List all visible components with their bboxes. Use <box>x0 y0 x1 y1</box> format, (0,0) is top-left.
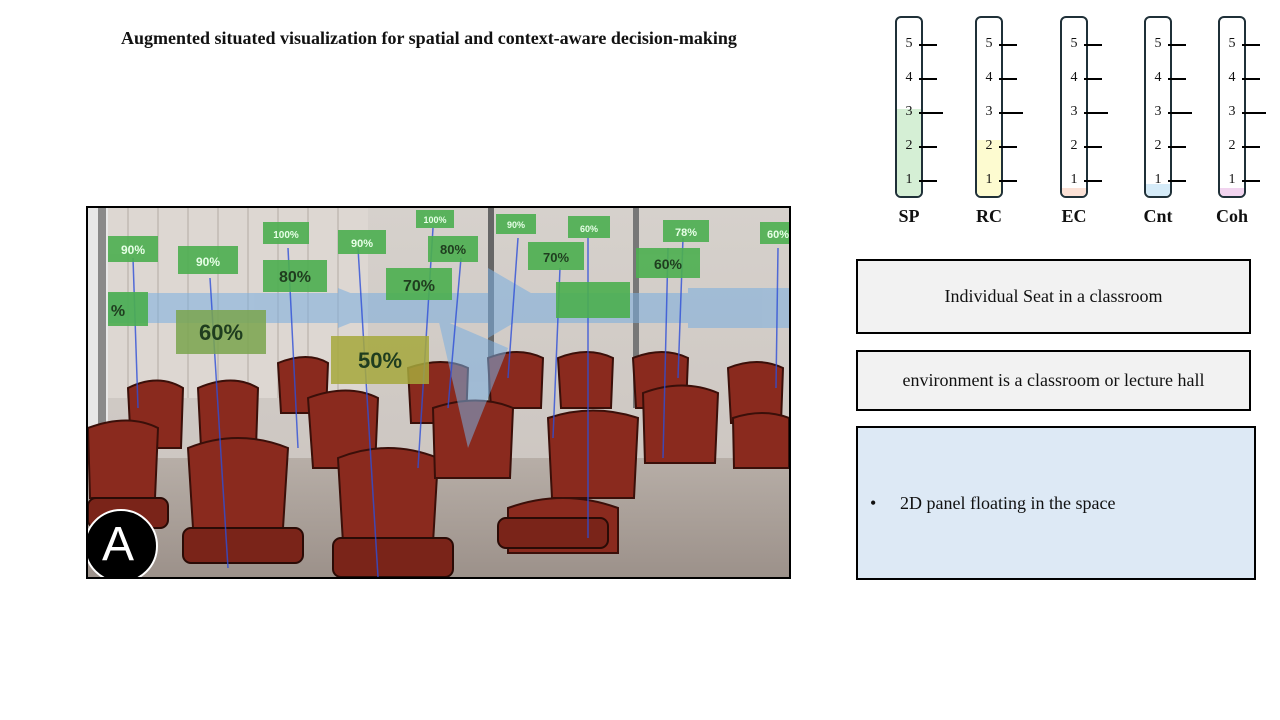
gauge-tick <box>919 44 937 46</box>
gauge-tick-label: 1 <box>1070 172 1078 187</box>
gauge-tick-label: 5 <box>1070 36 1078 51</box>
gauge-tick-label: 4 <box>985 70 993 85</box>
bullet-icon: • <box>870 492 877 513</box>
ar-label: 60% <box>654 256 683 272</box>
gauge-tick <box>1168 180 1186 182</box>
gauge-tick <box>1242 78 1260 80</box>
gauge-tick <box>1084 78 1102 80</box>
ar-label: 60% <box>580 224 598 234</box>
gauge-tick-label: 5 <box>1228 36 1236 51</box>
ar-label: 80% <box>279 269 311 286</box>
gauge-tick-label: 5 <box>1154 36 1162 51</box>
context-box-seat-text: Individual Seat in a classroom <box>944 286 1163 306</box>
gauge-tick <box>1242 146 1260 148</box>
gauge-tick <box>1242 44 1260 46</box>
context-box-seat: Individual Seat in a classroom <box>856 259 1251 334</box>
gauge-tick <box>999 112 1023 114</box>
gauge-tick-label: 4 <box>1228 70 1236 85</box>
gauge-tick <box>999 146 1017 148</box>
gauge-tick <box>1084 146 1102 148</box>
gauge-fill <box>1220 187 1244 196</box>
bullet-text: 2D panel floating in the space <box>900 492 1116 513</box>
gauge-tick-label: 2 <box>985 138 993 153</box>
gauge-tick-label: 1 <box>1154 172 1162 187</box>
ar-label: 70% <box>403 278 435 295</box>
gauge-tube <box>1144 16 1172 198</box>
ar-label: 90% <box>121 243 145 257</box>
gauge-label: Coh <box>1215 206 1249 226</box>
gauge-label: Cnt <box>1143 206 1173 226</box>
gauge-tick <box>1168 112 1192 114</box>
gauge-tick-label: 4 <box>1154 70 1162 85</box>
context-box-environment: environment is a classroom or lecture ha… <box>856 350 1251 411</box>
gauge-tick <box>919 180 937 182</box>
gauge-tick <box>1084 44 1102 46</box>
gauge-label: RC <box>976 206 1002 226</box>
ar-label: 90% <box>507 220 525 230</box>
gauge-tick-label: 5 <box>985 36 993 51</box>
ar-label: % <box>111 303 125 320</box>
bullet-item: • 2D panel floating in the space <box>858 493 1115 514</box>
gauge-tick-label: 3 <box>1228 104 1236 119</box>
gauge-tick <box>1168 146 1186 148</box>
gauge-tick <box>1168 44 1186 46</box>
gauge-fill <box>897 109 921 196</box>
ar-label: 90% <box>351 238 373 250</box>
gauge-tick <box>1084 180 1102 182</box>
ar-label: 60% <box>767 229 789 241</box>
gauge-tick <box>919 78 937 80</box>
ar-label: 50% <box>358 348 402 373</box>
context-box-environment-text: environment is a classroom or lecture ha… <box>902 370 1205 390</box>
gauge-tick-label: 4 <box>1070 70 1078 85</box>
gauge-tick <box>999 44 1017 46</box>
gauge-tick-label: 3 <box>905 104 913 119</box>
representation-box: • 2D panel floating in the space <box>856 426 1256 580</box>
gauge-tick-label: 1 <box>985 172 993 187</box>
classroom-ar-photo: 90% 90% 100% 90% 100% 90% 60% 78% 60% % … <box>86 206 791 579</box>
ar-label: 70% <box>543 250 569 265</box>
gauge-tube <box>1060 16 1088 198</box>
gauge-tick <box>999 180 1017 182</box>
ar-label: 60% <box>199 320 243 345</box>
gauge-tick <box>1168 78 1186 80</box>
gauge-tick-label: 2 <box>1154 138 1162 153</box>
gauge-tick <box>919 112 943 114</box>
gauge-tick <box>1242 180 1260 182</box>
gauge-tick-label: 3 <box>1070 104 1078 119</box>
gauge-tick-label: 2 <box>905 138 913 153</box>
gauge-label: EC <box>1061 206 1087 226</box>
gauge-tick <box>1084 112 1108 114</box>
panel-letter-badge: A <box>88 509 158 577</box>
gauge-tube <box>895 16 923 198</box>
ar-label: 78% <box>675 227 697 239</box>
slide-title: Augmented situated visualization for spa… <box>121 28 737 48</box>
gauge-fill <box>1146 184 1170 196</box>
gauge-tick-label: 2 <box>1070 138 1078 153</box>
gauge-tick <box>919 146 937 148</box>
gauge-tick-label: 3 <box>985 104 993 119</box>
gauge-label: SP <box>898 206 920 226</box>
gauge-tick-label: 3 <box>1154 104 1162 119</box>
gauge-tick <box>999 78 1017 80</box>
ar-label: 90% <box>196 255 220 269</box>
gauge-fill <box>977 140 1001 196</box>
gauge-fill <box>1062 187 1086 196</box>
gauge-tick-label: 2 <box>1228 138 1236 153</box>
gauge-tick <box>1242 112 1266 114</box>
ar-label: 100% <box>423 215 446 225</box>
gauge-tick-label: 1 <box>905 172 913 187</box>
gauge-tick-label: 1 <box>1228 172 1236 187</box>
gauge-tick-label: 4 <box>905 70 913 85</box>
gauge-tube <box>1218 16 1246 198</box>
ar-label: 80% <box>440 242 466 257</box>
ar-label: 100% <box>273 230 299 241</box>
gauge-tube <box>975 16 1003 198</box>
gauge-tick-label: 5 <box>905 36 913 51</box>
